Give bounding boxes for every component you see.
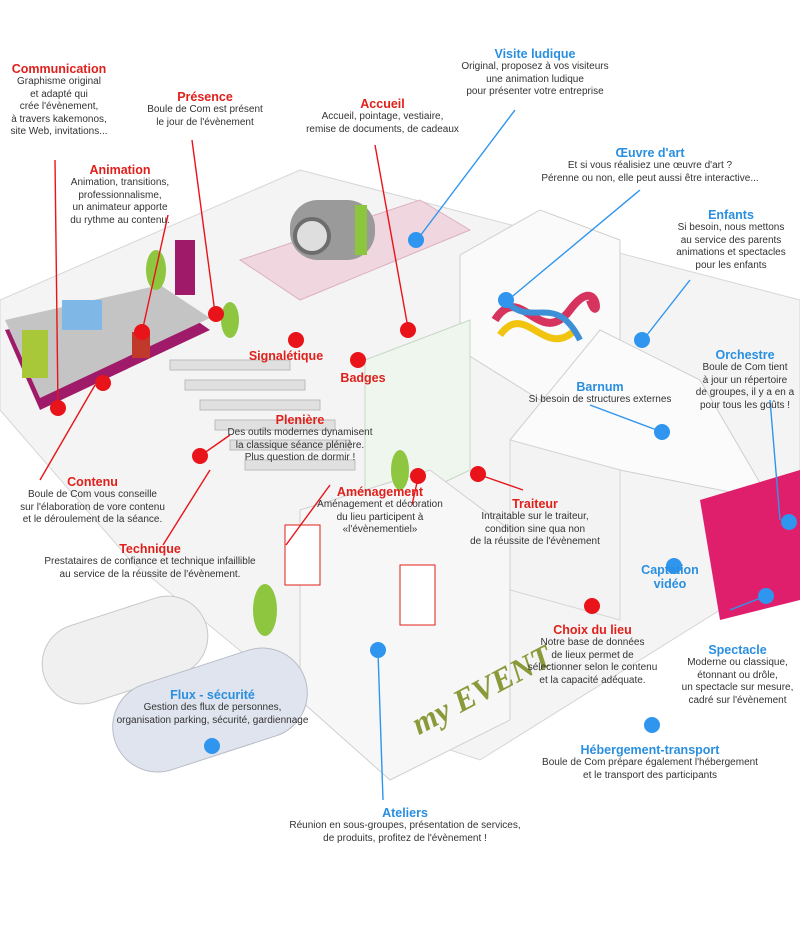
title-accueil: Accueil xyxy=(360,97,405,111)
title-communication: Communication xyxy=(11,62,107,76)
marker-enfants[interactable] xyxy=(634,332,650,348)
label-oeuvre: Œuvre d'art Et si vous réalisiez une œuv… xyxy=(520,146,780,185)
text-choix: Notre base de données de lieux permet de… xyxy=(527,637,658,686)
plants xyxy=(146,250,409,636)
label-technique: Technique Prestataires de confiance et t… xyxy=(15,542,285,581)
label-orchestre: Orchestre Boule de Com tient à jour un r… xyxy=(690,348,800,412)
label-signaletique: Signalétique xyxy=(236,349,336,363)
connector-lines xyxy=(39,109,781,801)
label-flux: Flux - sécurité Gestion des flux de pers… xyxy=(95,688,330,727)
kakemono-left xyxy=(22,330,48,378)
label-spectacle: Spectacle Moderne ou classique, étonnant… xyxy=(675,643,800,707)
title-contenu: Contenu xyxy=(67,475,118,489)
text-communication: Graphisme original et adapté qui crée l'… xyxy=(10,76,108,137)
text-accueil: Accueil, pointage, vestiaire, remise de … xyxy=(306,111,459,135)
marker-presence[interactable] xyxy=(208,306,224,322)
display-board-2 xyxy=(399,564,436,626)
text-contenu: Boule de Com vous conseille sur l'élabor… xyxy=(20,489,165,525)
label-presence: Présence Boule de Com est présent le jou… xyxy=(130,90,280,129)
text-pleniere: Des outils modernes dynamisent la classi… xyxy=(227,427,373,463)
title-orchestre: Orchestre xyxy=(715,348,775,362)
title-signaletique: Signalétique xyxy=(248,349,324,363)
title-choix: Choix du lieu xyxy=(553,623,632,637)
marker-spectacle[interactable] xyxy=(758,588,774,604)
marker-signaletique[interactable] xyxy=(288,332,304,348)
title-traiteur: Traiteur xyxy=(512,497,558,511)
text-amenagement: Aménagement et décoration du lieu partic… xyxy=(317,499,443,535)
label-accueil: Accueil Accueil, pointage, vestiaire, re… xyxy=(290,97,475,136)
marker-orchestre[interactable] xyxy=(781,514,797,530)
reception-machine-wheel xyxy=(293,217,331,255)
title-animation: Animation xyxy=(89,163,151,177)
text-orchestre: Boule de Com tient à jour un répertoire … xyxy=(695,362,795,411)
marker-communication[interactable] xyxy=(50,400,66,416)
title-spectacle: Spectacle xyxy=(708,643,767,657)
label-visite: Visite ludique Original, proposez à vos … xyxy=(445,47,625,99)
text-animation: Animation, transitions, professionnalism… xyxy=(70,177,170,226)
marker-barnum[interactable] xyxy=(654,424,670,440)
marker-animation[interactable] xyxy=(134,324,150,340)
marker-amenagement[interactable] xyxy=(410,468,426,484)
text-ateliers: Réunion en sous-groupes, présentation de… xyxy=(289,820,521,844)
title-technique: Technique xyxy=(119,542,181,556)
marker-oeuvre[interactable] xyxy=(498,292,514,308)
title-badges: Badges xyxy=(340,371,386,385)
label-contenu: Contenu Boule de Com vous conseille sur … xyxy=(0,475,185,527)
title-amenagement: Aménagement xyxy=(336,485,424,499)
kakemono-right xyxy=(175,240,195,295)
text-traiteur: Intraitable sur le traiteur, condition s… xyxy=(470,511,600,547)
text-oeuvre: Et si vous réalisiez une œuvre d'art ? P… xyxy=(541,160,759,184)
label-communication: Communication Graphisme original et adap… xyxy=(0,62,118,139)
label-captation: Captation vidéo xyxy=(625,563,715,591)
text-barnum: Si besoin de structures externes xyxy=(528,394,672,405)
text-hebergement: Boule de Com prépare également l'héberge… xyxy=(542,757,758,781)
title-presence: Présence xyxy=(177,90,233,104)
title-enfants: Enfants xyxy=(708,208,754,222)
display-board-1 xyxy=(284,524,321,586)
marker-visite[interactable] xyxy=(408,232,424,248)
marker-accueil[interactable] xyxy=(400,322,416,338)
label-ateliers: Ateliers Réunion en sous-groupes, présen… xyxy=(265,806,545,845)
marker-captation[interactable] xyxy=(666,558,682,574)
text-visite: Original, proposez à vos visiteurs une a… xyxy=(461,61,609,97)
text-enfants: Si besoin, nous mettons au service des p… xyxy=(676,222,786,271)
title-barnum: Barnum xyxy=(576,380,624,394)
text-flux: Gestion des flux de personnes, organisat… xyxy=(116,702,309,726)
label-badges: Badges xyxy=(328,371,398,385)
title-ateliers: Ateliers xyxy=(382,806,428,820)
car-2 xyxy=(112,647,308,773)
marker-hebergement[interactable] xyxy=(644,717,660,733)
label-enfants: Enfants Si besoin, nous mettons au servi… xyxy=(665,208,797,272)
screen-panel xyxy=(62,300,102,330)
reception-green-panel xyxy=(355,205,367,255)
title-visite: Visite ludique xyxy=(494,47,576,61)
marker-contenu[interactable] xyxy=(95,375,111,391)
label-hebergement: Hébergement-transport Boule de Com prépa… xyxy=(520,743,780,782)
orchestra-stage xyxy=(700,470,800,620)
label-animation: Animation Animation, transitions, profes… xyxy=(50,163,190,227)
title-captation: Captation vidéo xyxy=(641,563,699,591)
label-traiteur: Traiteur Intraitable sur le traiteur, co… xyxy=(460,497,610,549)
label-amenagement: Aménagement Aménagement et décoration du… xyxy=(305,485,455,537)
pleniere-chairs xyxy=(169,359,356,471)
title-hebergement: Hébergement-transport xyxy=(580,743,720,757)
label-barnum: Barnum Si besoin de structures externes xyxy=(505,380,695,407)
title-flux: Flux - sécurité xyxy=(170,688,255,702)
title-oeuvre: Œuvre d'art xyxy=(615,146,685,160)
marker-badges[interactable] xyxy=(350,352,366,368)
label-choix: Choix du lieu Notre base de données de l… xyxy=(520,623,665,687)
marker-choix[interactable] xyxy=(584,598,600,614)
marker-ateliers[interactable] xyxy=(370,642,386,658)
marker-pleniere[interactable] xyxy=(192,448,208,464)
title-pleniere: Plenière xyxy=(275,413,325,427)
marker-traiteur[interactable] xyxy=(470,466,486,482)
text-spectacle: Moderne ou classique, étonnant ou drôle,… xyxy=(681,657,794,706)
marker-flux[interactable] xyxy=(204,738,220,754)
text-presence: Boule de Com est présent le jour de l'év… xyxy=(147,104,263,128)
text-technique: Prestataires de confiance et technique i… xyxy=(44,556,256,580)
label-pleniere: Plenière Des outils modernes dynamisent … xyxy=(215,413,385,465)
